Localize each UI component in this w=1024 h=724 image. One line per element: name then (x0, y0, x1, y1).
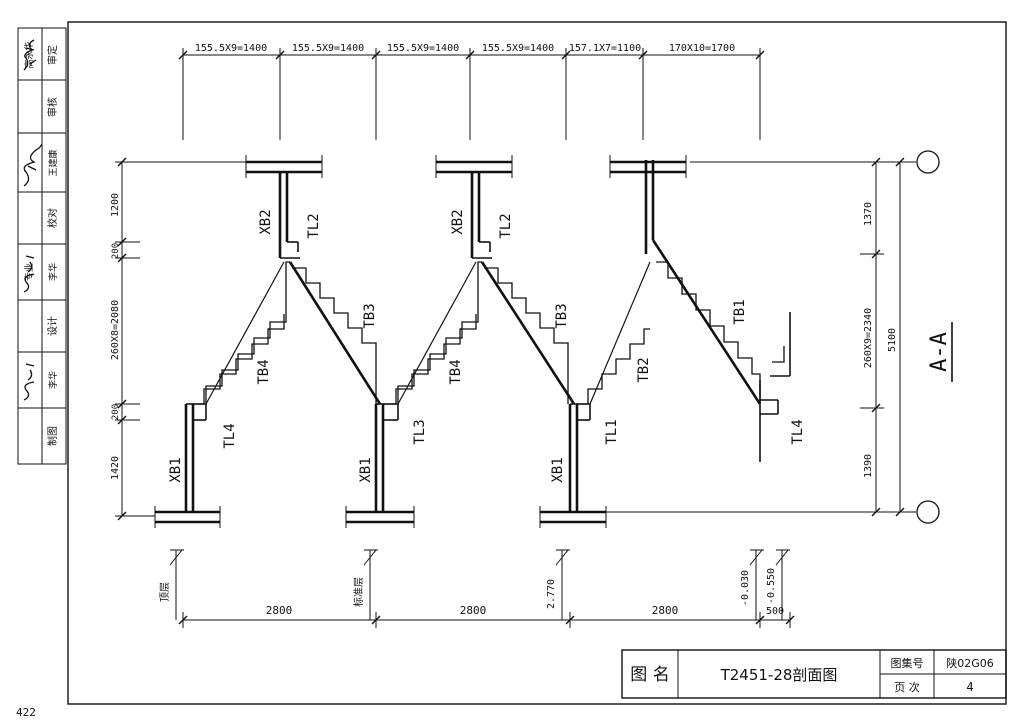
label-tb4-a: TB4 (256, 359, 272, 384)
right-total-dim: 5100 (887, 328, 898, 352)
signature-strip: 审定 高永华 审核 王建康 校对 李华 专业 设计 李华 制图 (17, 27, 67, 465)
signature-scribble-2 (23, 143, 43, 187)
axis-circle-bottom (916, 500, 940, 524)
strip-role-6: 制图 (46, 426, 59, 446)
strip-name-4: 李华 (47, 263, 59, 281)
page-label: 页 次 (894, 680, 920, 694)
top-dim-2: 155.5X9=1400 (387, 43, 459, 54)
level-0: 顶层 (159, 582, 171, 602)
level-1: 标准层 (353, 577, 365, 607)
top-dim-5: 170X10=1700 (669, 43, 735, 54)
member-labels: XB2 TL2 TB3 TB4 TL4 XB1 XB2 TL2 TB3 TB4 … (168, 209, 806, 482)
label-tb3-a: TB3 (362, 303, 378, 328)
level-3: -0.030 (740, 570, 751, 606)
atlas-label: 图集号 (891, 656, 924, 670)
top-dim-4: 157.1X7=1100 (569, 43, 641, 54)
strip-role-5: 设计 (46, 316, 59, 336)
page-value: 4 (966, 680, 973, 694)
bottom-dim-2: 2800 (652, 604, 679, 617)
strip-role-0: 审定 (46, 45, 59, 65)
bay-a (154, 155, 382, 528)
strip-name-6: 李华 (47, 371, 59, 389)
title-label: 图 名 (630, 665, 669, 685)
label-tl2-a: TL2 (306, 213, 322, 238)
label-tl3: TL3 (412, 419, 428, 444)
bottom-dim-3: 500 (766, 606, 784, 617)
label-tl2-b: TL2 (498, 213, 514, 238)
signature-scribble-0 (23, 39, 37, 71)
atlas-value: 陕02G06 (946, 656, 994, 670)
right-dim-0: 1370 (863, 202, 874, 226)
left-dim-2: 260X8=2080 (110, 300, 121, 360)
label-xb1-c: XB1 (550, 457, 566, 482)
label-xb1-a: XB1 (168, 457, 184, 482)
label-tl4-b: TL4 (790, 419, 806, 444)
signature-scribble-4 (23, 255, 35, 293)
left-dim-1: 200 (111, 243, 121, 259)
label-xb1-b: XB1 (358, 457, 374, 482)
top-dimension-chain: 155.5X9=1400 155.5X9=1400 155.5X9=1400 1… (178, 43, 765, 140)
left-dim-4: 1420 (110, 456, 121, 480)
signature-scribble-6 (23, 363, 35, 401)
label-xb2-a: XB2 (258, 209, 274, 234)
top-dim-1: 155.5X9=1400 (292, 43, 364, 54)
drawing-frame (67, 21, 1007, 705)
strip-name-2: 王建康 (47, 149, 59, 176)
label-tb1: TB1 (732, 299, 748, 324)
right-dim-2: 1390 (863, 454, 874, 478)
level-4: -0.550 (766, 568, 777, 604)
label-tl4-a: TL4 (222, 423, 238, 448)
page-number: 422 (16, 706, 36, 719)
left-dim-0: 1200 (110, 193, 121, 217)
label-tb3-b: TB3 (554, 303, 570, 328)
axis-circle-top (916, 150, 940, 174)
level-markers: 顶层 标准层 2.770 -0.030 -0.550 (159, 549, 790, 620)
level-2: 2.770 (546, 579, 557, 609)
top-dim-3: 155.5X9=1400 (482, 43, 554, 54)
right-dim-1: 260X9=2340 (863, 308, 874, 368)
top-dim-0: 155.5X9=1400 (195, 43, 267, 54)
section-label: A-A (927, 332, 952, 372)
bottom-dim-0: 2800 (266, 604, 293, 617)
label-xb2-b: XB2 (450, 209, 466, 234)
label-tl1: TL1 (604, 419, 620, 444)
title-block: 图 名 T2451-28剖面图 图集号 陕02G06 页 次 4 (621, 649, 1007, 699)
bottom-dimension-chain: 2800 2800 2800 500 (178, 604, 795, 628)
bay-b (345, 155, 576, 528)
left-dimension-chain: 1200 200 260X8=2080 200 1420 (110, 157, 250, 521)
strip-role-3: 校对 (46, 208, 59, 228)
label-tb2: TB2 (636, 357, 652, 382)
right-dimension-chain: 1370 260X9=2340 1390 5100 (606, 150, 940, 524)
label-tb4-b: TB4 (448, 359, 464, 384)
bay-c (539, 155, 791, 528)
strip-role-1: 审核 (46, 97, 59, 117)
drawing-title: T2451-28剖面图 (720, 666, 838, 684)
left-dim-3: 200 (111, 404, 121, 420)
bottom-dim-1: 2800 (460, 604, 487, 617)
